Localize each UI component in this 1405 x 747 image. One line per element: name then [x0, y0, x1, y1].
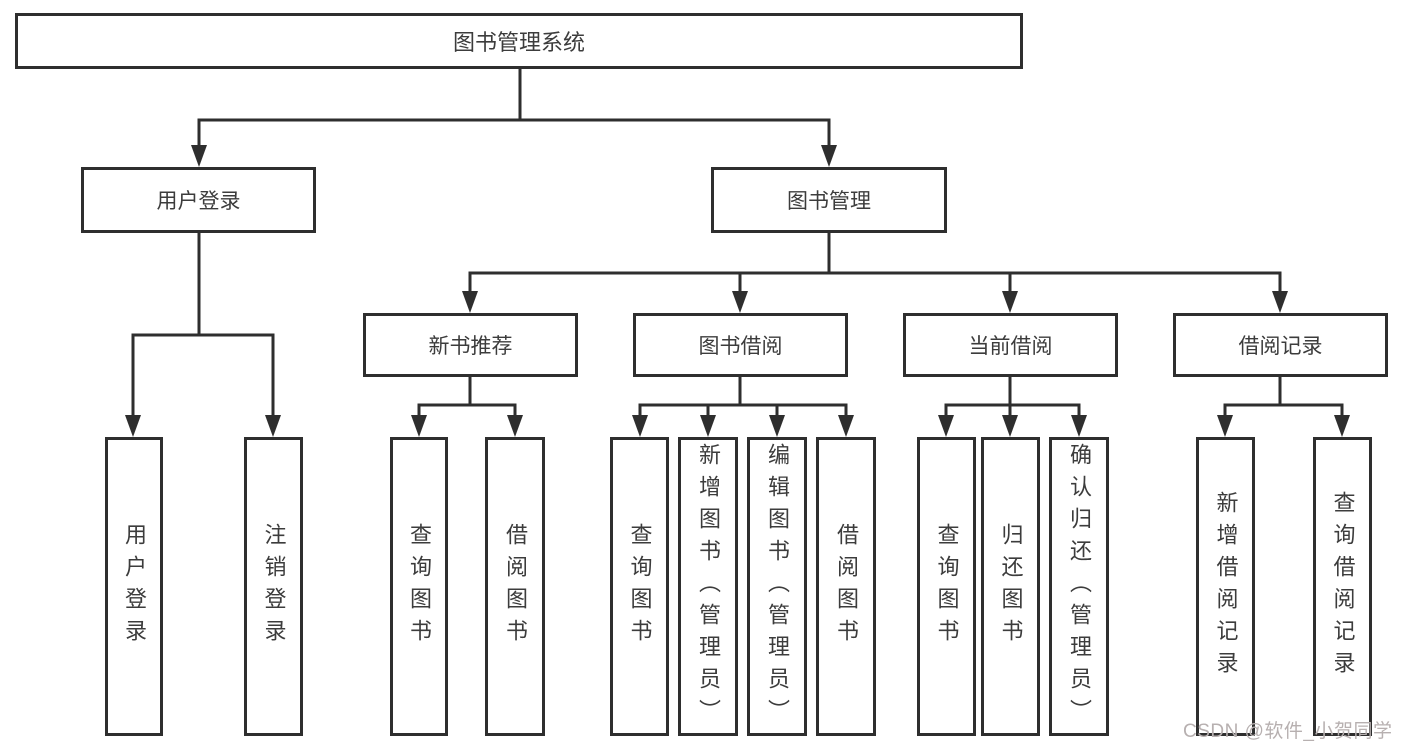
leaf-label: 借阅图书 [503, 522, 528, 651]
leaf-label: 查询图书 [627, 522, 653, 651]
arrowhead-leaf-add-book [700, 415, 716, 437]
connector-root-to-level1 [197, 67, 831, 149]
node-root-label: 图书管理系统 [452, 30, 585, 55]
node-new-book-recommend: 新书推荐 [363, 313, 578, 377]
arrowhead-new-book-recommend [462, 291, 478, 313]
leaf-logout: 注销登录 [244, 437, 303, 736]
arrowhead-leaf-logout [265, 415, 281, 437]
arrowhead-leaf-user-login [125, 415, 141, 437]
arrowhead-borrowing-records [1272, 291, 1288, 313]
leaf-add-borrow-record: 新增借阅记录 [1196, 437, 1255, 736]
arrowhead-leaf-query-record [1334, 415, 1350, 437]
watermark: CSDN @软件_小贺同学 [1183, 721, 1393, 742]
arrowhead-current-borrowing [1002, 291, 1018, 313]
node-label: 图书管理 [787, 190, 871, 213]
arrowhead-leaf-borrow-books-2 [838, 415, 854, 437]
node-borrowing-records: 借阅记录 [1173, 313, 1388, 377]
connector-book-borrowing-split [638, 375, 848, 419]
leaf-edit-book-admin: 编辑图书（管理员） [747, 437, 807, 736]
node-label: 当前借阅 [968, 335, 1053, 358]
leaf-label: 新增借阅记录 [1213, 490, 1239, 683]
arrowhead-leaf-query-books-2 [632, 415, 648, 437]
leaf-label: 用户登录 [122, 522, 147, 651]
arrowhead-user-login [191, 145, 207, 167]
node-label: 新书推荐 [428, 335, 513, 358]
arrowhead-leaf-query-books-1 [411, 415, 427, 437]
leaf-label: 确认归还（管理员） [1067, 442, 1092, 731]
arrowhead-book-management [821, 145, 837, 167]
leaf-borrow-books-borrowing: 借阅图书 [816, 437, 876, 736]
arrowhead-leaf-query-books-3 [938, 415, 954, 437]
leaf-label: 注销登录 [261, 522, 287, 651]
connector-book-management-split [468, 231, 1282, 295]
leaf-query-books-recommend: 查询图书 [390, 437, 448, 736]
arrowhead-leaf-return-books [1002, 415, 1018, 437]
leaf-query-books-current: 查询图书 [917, 437, 976, 736]
leaf-user-login: 用户登录 [105, 437, 163, 736]
leaf-add-book-admin: 新增图书（管理员） [678, 437, 738, 736]
leaf-label: 借阅图书 [834, 522, 859, 651]
leaf-return-books: 归还图书 [981, 437, 1040, 736]
node-root: 图书管理系统 [15, 13, 1023, 69]
arrowhead-leaf-edit-book [769, 415, 785, 437]
node-label: 用户登录 [156, 190, 241, 213]
node-user-login: 用户登录 [81, 167, 316, 233]
leaf-label: 查询图书 [407, 522, 432, 651]
leaf-label: 编辑图书（管理员） [765, 442, 790, 731]
leaf-query-borrow-record: 查询借阅记录 [1313, 437, 1372, 736]
leaf-label: 查询借阅记录 [1330, 490, 1356, 683]
arrowhead-leaf-add-record [1217, 415, 1233, 437]
node-label: 图书借阅 [698, 335, 783, 358]
leaf-query-books-borrowing: 查询图书 [610, 437, 669, 736]
leaf-label: 查询图书 [934, 522, 960, 651]
leaf-label: 归还图书 [998, 522, 1024, 651]
arrowhead-leaf-confirm-return [1071, 415, 1087, 437]
arrowhead-leaf-borrow-books-1 [507, 415, 523, 437]
arrowhead-book-borrowing [732, 291, 748, 313]
connector-new-book-recommend-split [417, 375, 517, 419]
leaf-borrow-books-recommend: 借阅图书 [485, 437, 545, 736]
node-current-borrowing: 当前借阅 [903, 313, 1118, 377]
leaf-confirm-return-admin: 确认归还（管理员） [1049, 437, 1109, 736]
leaf-label: 新增图书（管理员） [696, 442, 721, 731]
connector-user-login-split [131, 231, 275, 419]
connector-current-borrowing-split [944, 375, 1081, 419]
node-book-management: 图书管理 [711, 167, 947, 233]
connector-borrowing-records-split [1223, 375, 1344, 419]
node-book-borrowing: 图书借阅 [633, 313, 848, 377]
node-label: 借阅记录 [1238, 335, 1323, 358]
